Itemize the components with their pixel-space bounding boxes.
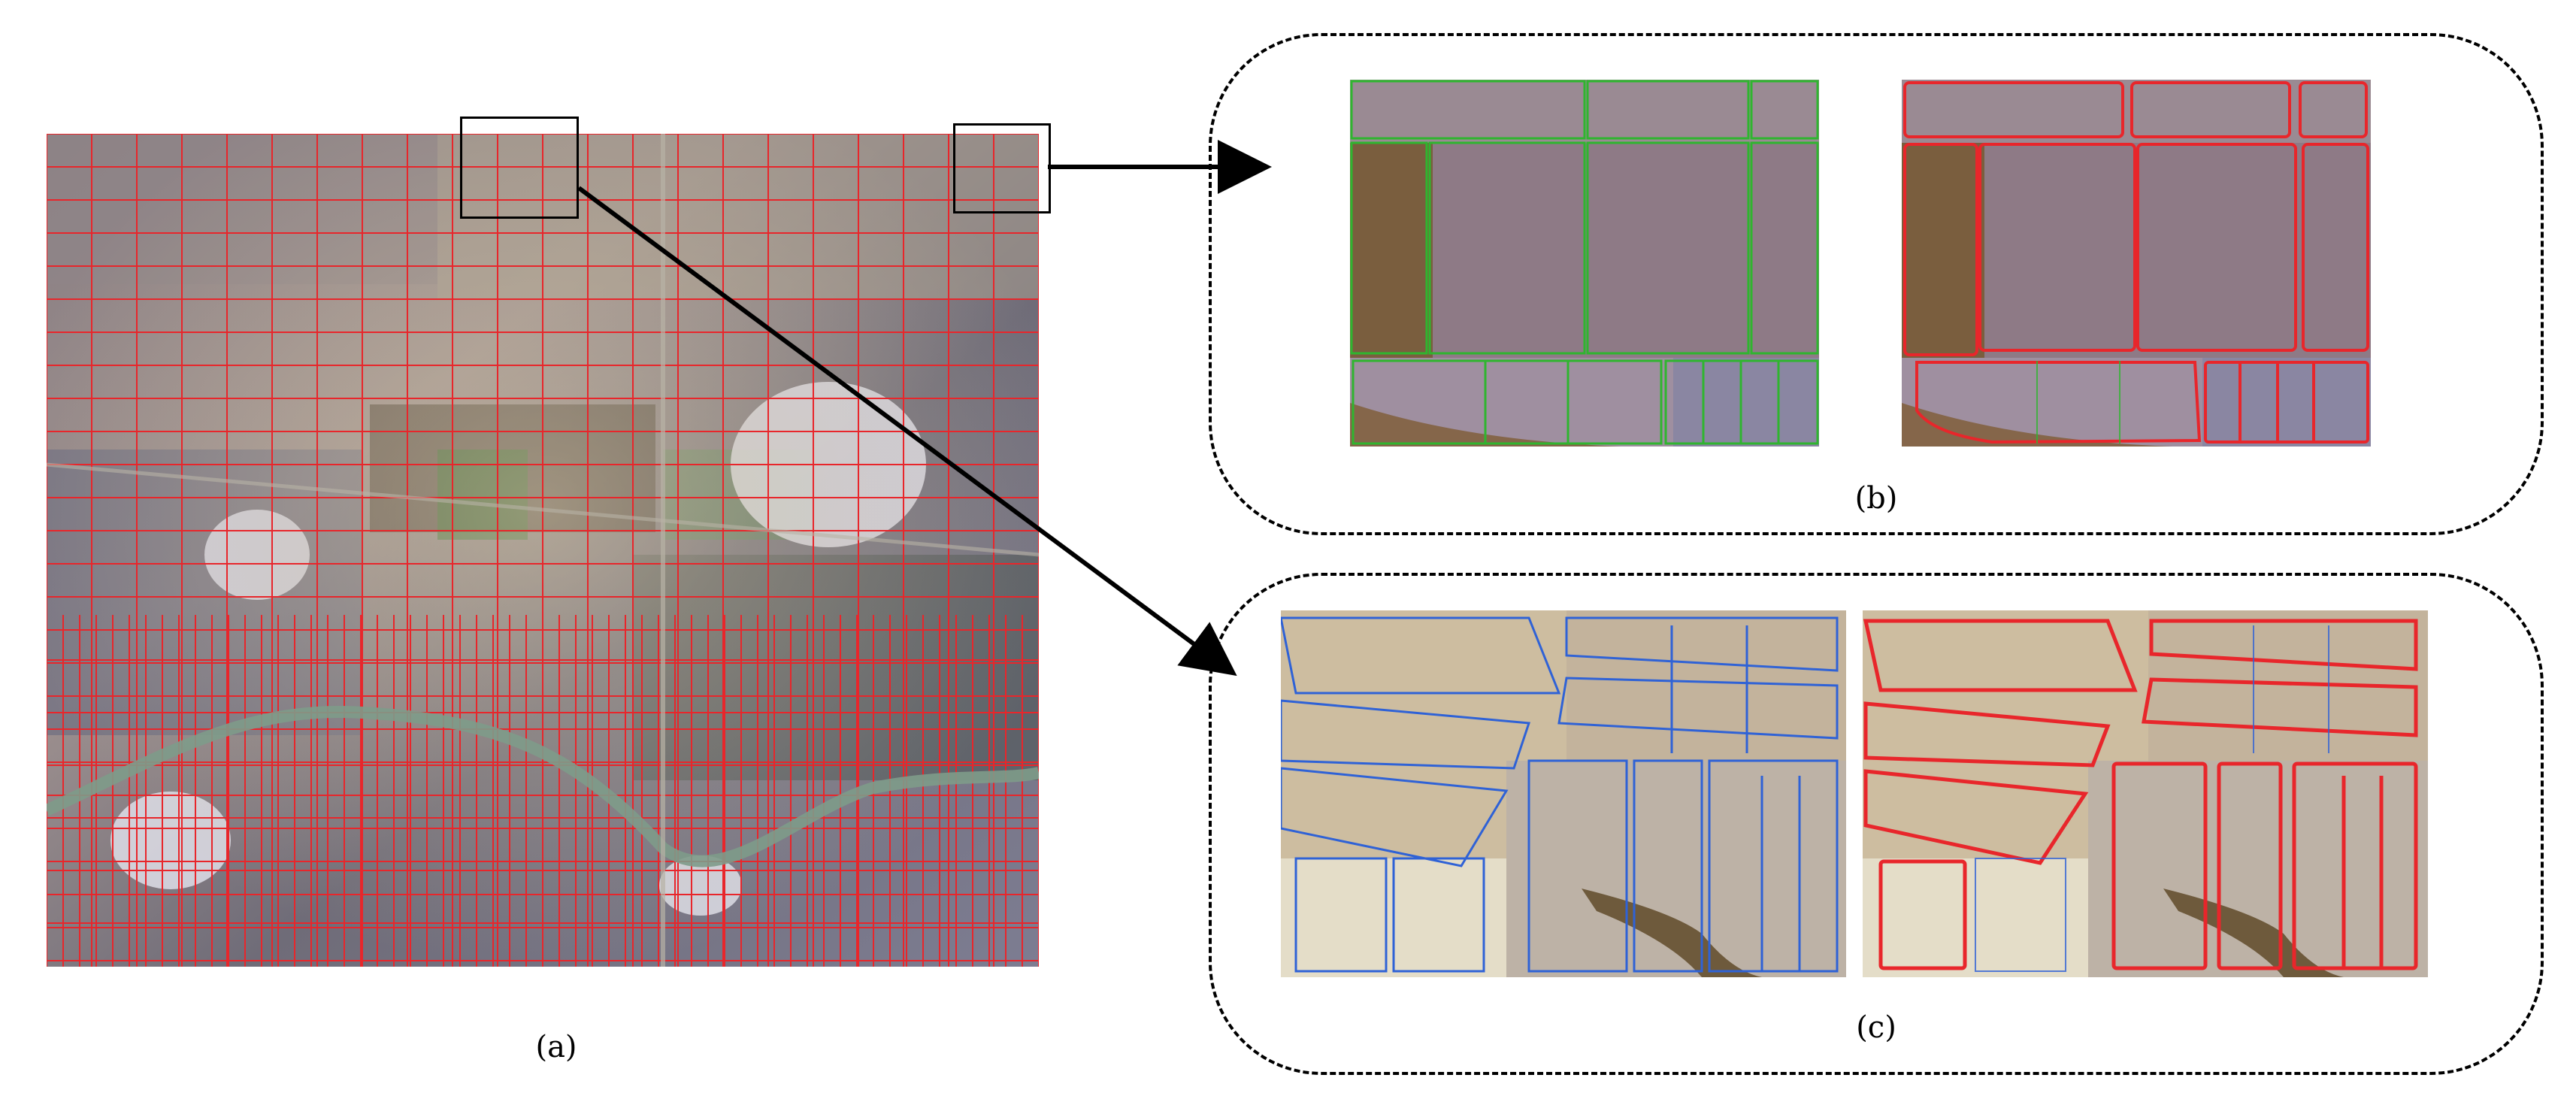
arrow-to-c — [577, 186, 1237, 677]
caption-c: (c) — [1856, 1010, 1896, 1045]
zoom-box-c — [460, 117, 579, 219]
group-frame-b — [1209, 33, 2544, 535]
main-satellite-image — [47, 134, 1039, 967]
zoom-b-ground-truth — [1350, 80, 1819, 447]
caption-a: (a) — [535, 1030, 577, 1064]
caption-b: (b) — [1854, 481, 1898, 516]
zoom-c-prediction — [1863, 610, 2428, 977]
zoom-b-prediction — [1902, 80, 2371, 447]
zoom-c-ground-truth — [1281, 610, 1846, 977]
group-frame-c — [1209, 573, 2544, 1075]
